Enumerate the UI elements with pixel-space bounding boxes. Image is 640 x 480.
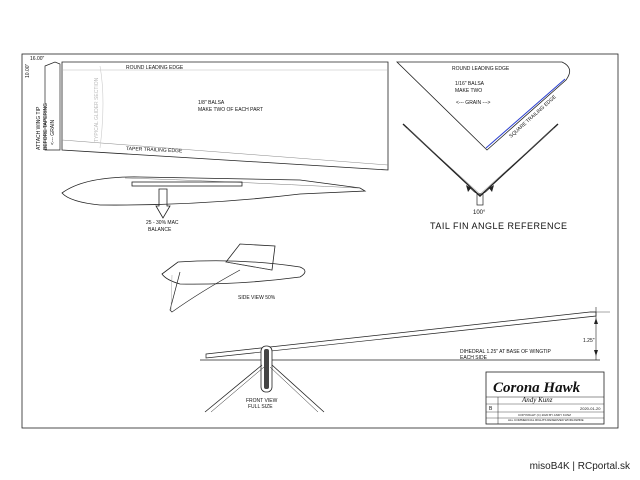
- front-view-label-line-2: FULL SIZE: [248, 404, 273, 410]
- fin-angle-reference: 100° TAIL FIN ANGLE REFERENCE: [402, 123, 568, 231]
- fin-grain-label: <--- GRAIN --->: [456, 100, 491, 106]
- fin-leading-edge-label: ROUND LEADING EDGE: [452, 66, 510, 72]
- fin-trailing-edge-label: SQUARE TRAILING EDGE: [508, 94, 558, 140]
- wing-leading-edge-label: ROUND LEADING EDGE: [126, 65, 184, 71]
- wing-count-label: MAKE TWO OF EACH PART: [198, 107, 263, 113]
- balance-label-line-2: BALANCE: [148, 227, 172, 233]
- wing-tip-grain-note: <--- GRAIN: [50, 119, 56, 145]
- wing-trailing-edge-label: TAPER TRAILING EDGE: [126, 146, 183, 154]
- designer-name: Andy Kunz: [521, 396, 553, 404]
- sheet-letter: B: [489, 406, 493, 412]
- sheet-height-dimension: 10.00": [25, 63, 31, 78]
- fin-material-label: 1/16" BALSA: [455, 81, 485, 87]
- wing-tip-part: ATTACH WING TIP BEFORE TAPERING <--- GRA…: [36, 61, 61, 151]
- wing-tip-note-line-1: ATTACH WING TIP: [36, 106, 42, 150]
- fin-angle-reference-title: TAIL FIN ANGLE REFERENCE: [430, 221, 568, 231]
- wing-panel-part: TYPICAL GLIDER SECTION ROUND LEADING EDG…: [61, 61, 389, 171]
- sheet-border: [21, 53, 619, 429]
- fin-angle-label: 100°: [473, 210, 486, 216]
- wing-tip-note-line-2: BEFORE TAPERING: [43, 103, 49, 150]
- airfoil-watermark: TYPICAL GLIDER SECTION: [94, 77, 100, 142]
- plan-title: Corona Hawk: [493, 380, 581, 396]
- credit-watermark: misoB4K | RCportal.sk: [529, 461, 630, 472]
- plan-date: 2020-01-20: [580, 406, 601, 411]
- side-view-drawing: SIDE VIEW 50%: [161, 243, 306, 313]
- wing-material-label: 1/8" BALSA: [198, 100, 225, 106]
- balance-label-line-1: 25 - 30% MAC: [146, 220, 179, 226]
- dihedral-note-line-1: DIHEDRAL 1.25" AT BASE OF WINGTIP: [460, 349, 552, 355]
- sheet-width-dimension: 16.00": [30, 56, 45, 62]
- front-view-label-line-1: FRONT VIEW: [246, 398, 278, 404]
- side-view-label: SIDE VIEW 50%: [238, 295, 276, 301]
- dihedral-value-label: 1.25": [583, 338, 595, 344]
- copyright-line-2: ALL COMMERCIAL RIGHTS RESERVED WORLDWIDE: [508, 418, 584, 422]
- title-block: Corona Hawk Andy Kunz B 2020-01-20 COPYR…: [485, 371, 605, 425]
- fin-count-label: MAKE TWO: [455, 88, 482, 94]
- dihedral-note-line-2: EACH SIDE: [460, 355, 488, 361]
- copyright-line-1: COPYRIGHT (C) 2020 BY ANDY KUNZ: [518, 413, 571, 417]
- front-view-drawing: 1.25" DIHEDRAL 1.25" AT BASE OF WINGTIP …: [200, 307, 610, 413]
- fuselage-profile: 25 - 30% MAC BALANCE: [61, 176, 367, 233]
